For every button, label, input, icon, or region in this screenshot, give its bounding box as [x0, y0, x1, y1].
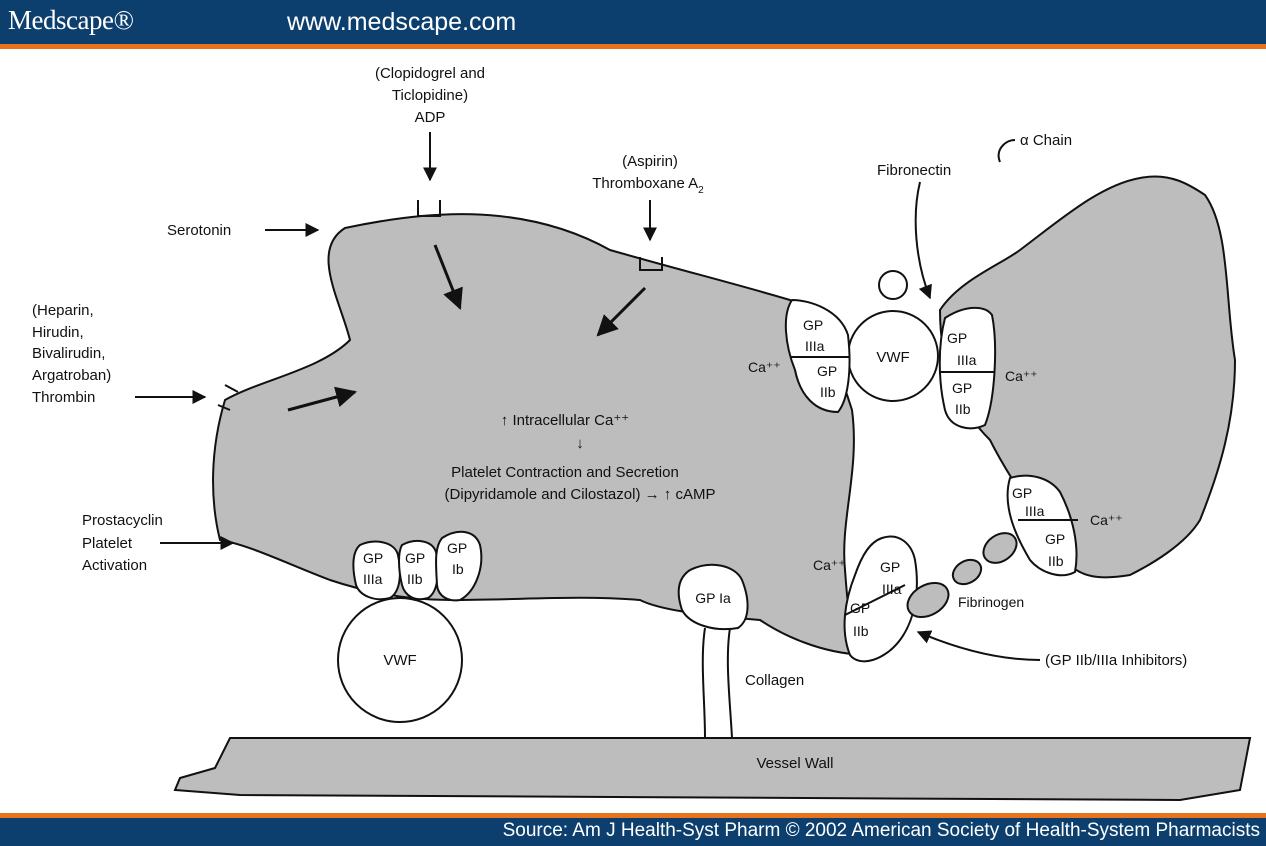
- gp-label: GP: [947, 330, 967, 346]
- thrombin-label: Thrombin: [32, 389, 95, 406]
- fibronectin-arrow: [916, 182, 930, 298]
- heparin-label-2: Hirudin,: [32, 324, 84, 341]
- fibrinogen-label: Fibrinogen: [958, 594, 1024, 610]
- iiia-label: IIIa: [882, 581, 902, 597]
- gp-label: GP: [447, 540, 467, 556]
- ca-lower-label: Ca⁺⁺: [813, 557, 846, 573]
- ca-right-top-label: Ca⁺⁺: [1005, 368, 1038, 384]
- gp-label: GP: [405, 550, 425, 566]
- gp-label: GP: [363, 550, 383, 566]
- iib-label: IIb: [407, 571, 423, 587]
- clopidogrel-label-1: (Clopidogrel and: [375, 65, 485, 82]
- heparin-label-3: Bivalirudin,: [32, 345, 105, 362]
- iiia-label: IIIa: [805, 338, 825, 354]
- vessel-wall: [175, 738, 1250, 800]
- aspirin-label: (Aspirin): [622, 153, 678, 170]
- vessel-wall-label: Vessel Wall: [757, 755, 834, 772]
- iib-label: IIb: [955, 401, 971, 417]
- gp-inhibitors-label: (GP IIb/IIIa Inhibitors): [1045, 652, 1187, 669]
- footer-bar: Source: Am J Health-Syst Pharm © 2002 Am…: [0, 818, 1266, 846]
- inhibitor-arrow: [918, 632, 1040, 660]
- gp-label: GP: [850, 600, 870, 616]
- gp-label: GP: [1045, 531, 1065, 547]
- clopidogrel-label-2: Ticlopidine): [392, 87, 468, 104]
- cascade-down-arrow: ↓: [576, 435, 584, 452]
- serotonin-label: Serotonin: [167, 222, 231, 239]
- alpha-chain-pointer: [999, 140, 1015, 162]
- ca-right-mid-label: Ca⁺⁺: [1090, 512, 1123, 528]
- heparin-label-4: Argatroban): [32, 367, 111, 384]
- heparin-label-1: (Heparin,: [32, 302, 94, 319]
- ca-left-label: Ca⁺⁺: [748, 359, 781, 375]
- adp-receptor: [418, 200, 440, 216]
- fibronectin-label: Fibronectin: [877, 162, 951, 179]
- iiia-label: IIIa: [957, 352, 977, 368]
- dipyridamole-label: (Dipyridamole and Cilostazol) → ↑ cAMP: [445, 486, 716, 503]
- prostacyclin-label-2: Platelet: [82, 535, 133, 552]
- iib-label: IIb: [820, 384, 836, 400]
- contraction-label: Platelet Contraction and Secretion: [451, 464, 679, 481]
- platelet-main: [213, 214, 870, 655]
- adp-label: ADP: [415, 109, 446, 126]
- vwf-top-small-circle: [879, 271, 907, 299]
- thromboxane-label: Thromboxane A2: [592, 175, 704, 196]
- prostacyclin-label-3: Activation: [82, 557, 147, 574]
- gp-ia-label: GP Ia: [695, 590, 731, 606]
- collagen-strand: [703, 628, 732, 738]
- collagen-label: Collagen: [745, 672, 804, 689]
- gp-label: GP: [952, 380, 972, 396]
- gp-label: GP: [817, 363, 837, 379]
- ib-label: Ib: [452, 561, 464, 577]
- gp-label: GP: [1012, 485, 1032, 501]
- iiia-label: IIIa: [1025, 503, 1045, 519]
- vwf-top-label: VWF: [876, 349, 909, 366]
- gp-iib-iiia-main-lower: [845, 537, 917, 662]
- gp-label: GP: [880, 559, 900, 575]
- alpha-chain-label: α Chain: [1020, 132, 1072, 149]
- gp-label: GP: [803, 317, 823, 333]
- prostacyclin-label-1: Prostacyclin: [82, 512, 163, 529]
- intracellular-ca-label: ↑ Intracellular Ca⁺⁺: [501, 412, 629, 429]
- source-citation: Source: Am J Health-Syst Pharm © 2002 Am…: [503, 820, 1260, 842]
- iib-label: IIb: [853, 623, 869, 639]
- iib-label: IIb: [1048, 553, 1064, 569]
- fibrinogen-bead-2: [949, 555, 986, 589]
- vwf-bottom-label: VWF: [383, 652, 416, 669]
- iiia-label: IIIa: [363, 571, 383, 587]
